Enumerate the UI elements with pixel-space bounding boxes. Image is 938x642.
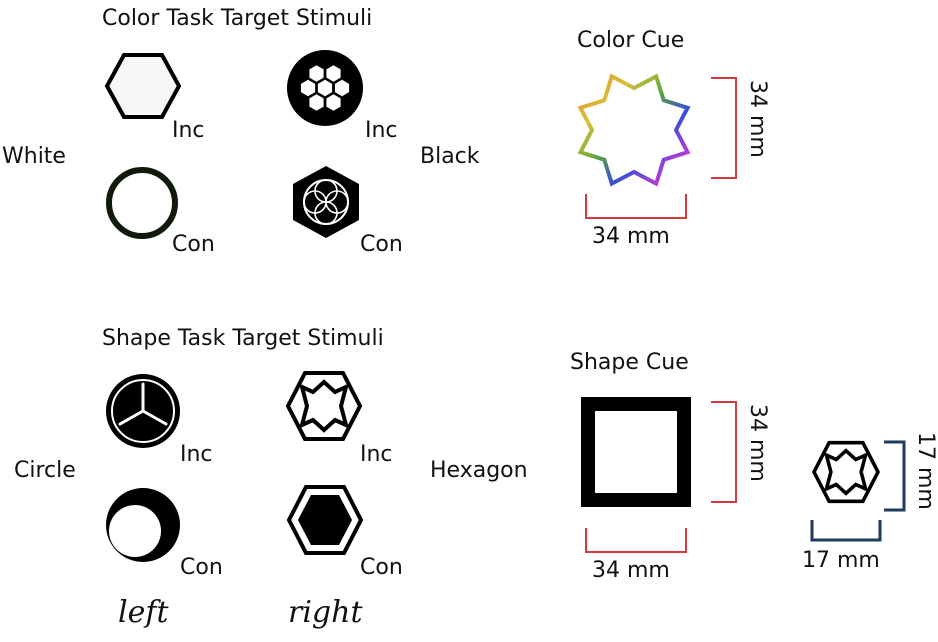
- right-side-label: right: [288, 595, 363, 630]
- black-circle-hex-pattern-stimulus: [287, 50, 363, 126]
- shape-cue-title: Shape Cue: [570, 350, 689, 375]
- hexagon-label: Hexagon: [430, 458, 528, 483]
- black-label: Black: [420, 144, 480, 169]
- small-stimulus-height-bracket: [884, 440, 906, 512]
- small-hexagon-cross-stimulus: [812, 440, 880, 504]
- black-hexagon-flower-stimulus: [293, 166, 359, 238]
- white-label: White: [2, 144, 66, 169]
- stimulus-label-color-tl: Inc: [172, 118, 205, 143]
- small-stimulus-width-bracket: [810, 520, 882, 542]
- stimulus-label-color-br: Con: [360, 232, 403, 257]
- shape-cue-square: [581, 397, 691, 507]
- shape-cue-width-label: 34 mm: [592, 558, 670, 583]
- stimulus-label-shape-tl: Inc: [180, 442, 213, 467]
- color-cue-star: [577, 73, 691, 187]
- color-cue-width-bracket: [585, 194, 687, 219]
- small-stimulus-width-label: 17 mm: [802, 548, 880, 573]
- solid-hexagon-stimulus: [286, 485, 364, 555]
- stimulus-label-color-bl: Con: [172, 232, 215, 257]
- white-hexagon-stimulus: [104, 53, 182, 119]
- left-side-label: left: [118, 595, 169, 630]
- color-cue-height-label: 34 mm: [745, 80, 770, 158]
- stimulus-label-shape-br: Con: [360, 555, 403, 580]
- circle-spoke-stimulus: [106, 374, 180, 448]
- stimulus-label-shape-bl: Con: [180, 555, 223, 580]
- stimulus-label-shape-tr: Inc: [360, 442, 393, 467]
- color-task-title: Color Task Target Stimuli: [102, 6, 373, 31]
- hex-cell: [326, 94, 341, 111]
- hex-cell: [326, 65, 341, 82]
- color-cue-title: Color Cue: [577, 28, 685, 53]
- color-cue-width-label: 34 mm: [592, 224, 670, 249]
- stimulus-label-color-tr: Inc: [365, 118, 398, 143]
- hex-cell: [309, 94, 324, 111]
- shape-cue-width-bracket: [585, 528, 687, 553]
- white-ring-stimulus: [106, 167, 178, 239]
- hex-cell: [334, 79, 350, 97]
- hex-cell: [300, 79, 316, 97]
- crescent-circle-stimulus: [106, 488, 180, 562]
- circle-label: Circle: [14, 458, 76, 483]
- hexagon-cross-stimulus: [285, 371, 363, 441]
- shape-cue-height-bracket: [711, 401, 737, 503]
- small-stimulus-height-label: 17 mm: [913, 432, 938, 510]
- hex-cell: [317, 79, 333, 97]
- color-cue-height-bracket: [711, 77, 737, 179]
- shape-cue-height-label: 34 mm: [745, 404, 770, 482]
- shape-task-title: Shape Task Target Stimuli: [102, 326, 384, 351]
- hex-cell: [309, 65, 324, 82]
